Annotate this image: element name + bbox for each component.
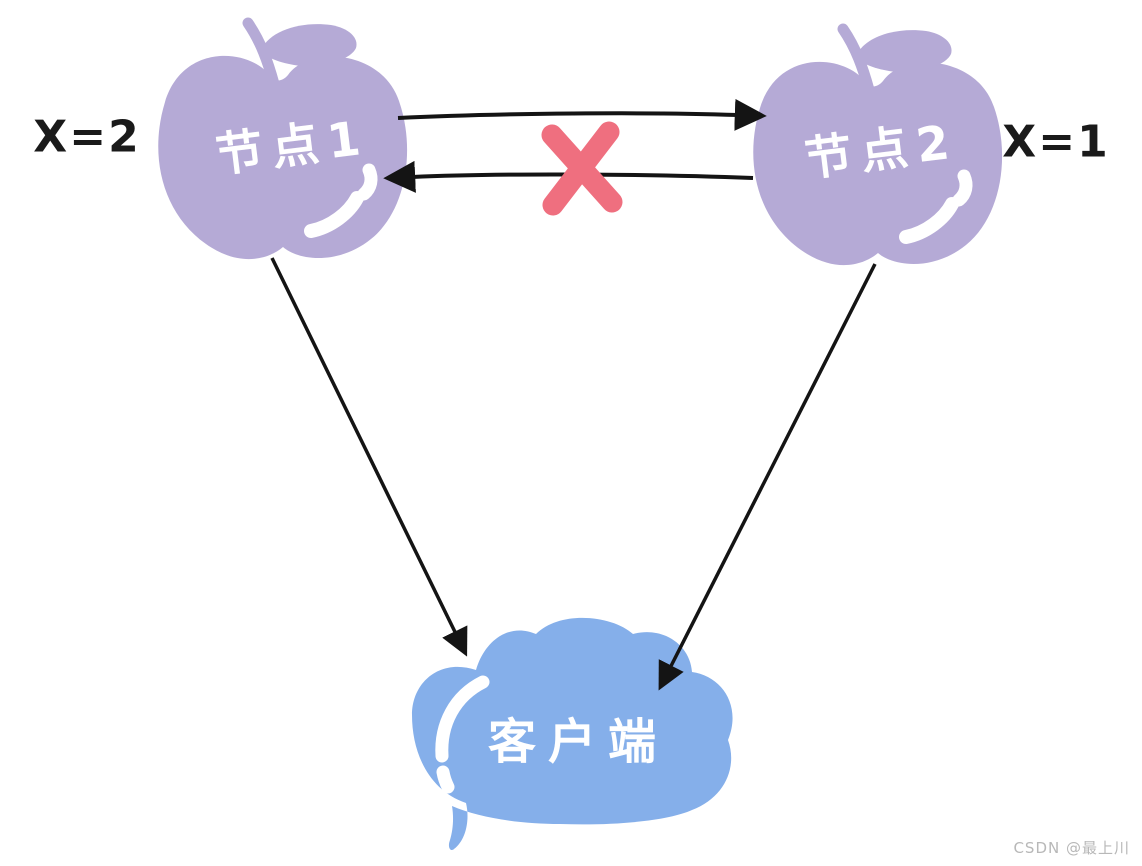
- node2-value-label: X=1: [1002, 116, 1110, 168]
- arrow-node1-to-client: [270, 257, 468, 657]
- arrow-node1-to-node2: [397, 98, 767, 131]
- cloud-shine-icon: [435, 675, 490, 763]
- client-cloud-icon: [412, 617, 733, 850]
- cross-stroke: [542, 121, 620, 216]
- cloud-shine-icon: [436, 765, 455, 794]
- cloud-body: [412, 617, 733, 850]
- arrow-node2-to-client: [658, 263, 877, 691]
- node1-value-label: X=2: [33, 111, 141, 163]
- client-label: 客户端: [487, 714, 669, 770]
- watermark: CSDN @最上川: [1013, 839, 1130, 857]
- sync-failure-cross-icon: [541, 121, 623, 216]
